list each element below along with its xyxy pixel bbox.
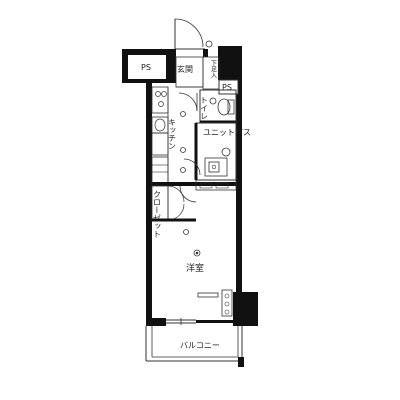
balcony-label: バルコニー [180,341,220,350]
kitchen-area: キッチン [151,86,186,182]
western-room-label: 洋室 [186,262,204,274]
ceiling-light-icon [183,229,189,235]
ps-top-label: PS [141,63,151,72]
closet-label: クローゼット [153,190,162,238]
ps-right-block: PS [218,79,239,95]
washer-fridge-area [151,156,169,184]
entrance-area: 玄関 [175,56,204,88]
outlet-icon [224,293,230,299]
toilet-bowl-icon [217,98,231,116]
ceiling-light-icon [180,147,186,153]
shoe-storage: 下足入 [202,56,220,90]
ps-top-block: PS [122,49,172,83]
sink-icon [154,118,166,132]
unit-bath: ユニットバス [194,122,251,181]
closet: クローゼット [151,185,196,238]
entrance-label: 玄関 [177,64,193,74]
balcony: バルコニー [145,326,244,367]
outer-walls [146,46,258,326]
ceiling-light-icon [193,249,201,257]
stove-burner-icon [155,91,161,97]
toilet-paper-icon [209,97,217,105]
toilet-room: トイレ [199,89,237,123]
kitchen-label: キッチン [168,118,177,150]
drain-icon [211,164,217,170]
unit-bath-label: ユニットバス [203,128,251,137]
outlet-icon [224,301,230,307]
ps-right-label: PS [222,83,232,92]
western-room: 洋室 [183,229,233,317]
ceiling-light-icon [180,111,186,117]
stove-burner-icon [158,101,164,107]
stove-burner-icon [161,91,167,97]
outlet-icon [224,309,230,315]
meter-icon [205,40,213,48]
shoe-storage-label: 下足入 [210,60,217,78]
ceiling-light-icon [180,167,186,173]
balcony-window [166,318,196,325]
entrance-door[interactable] [174,18,205,50]
toilet-label: トイレ [200,96,209,120]
bath-fixture-icon [221,147,231,157]
